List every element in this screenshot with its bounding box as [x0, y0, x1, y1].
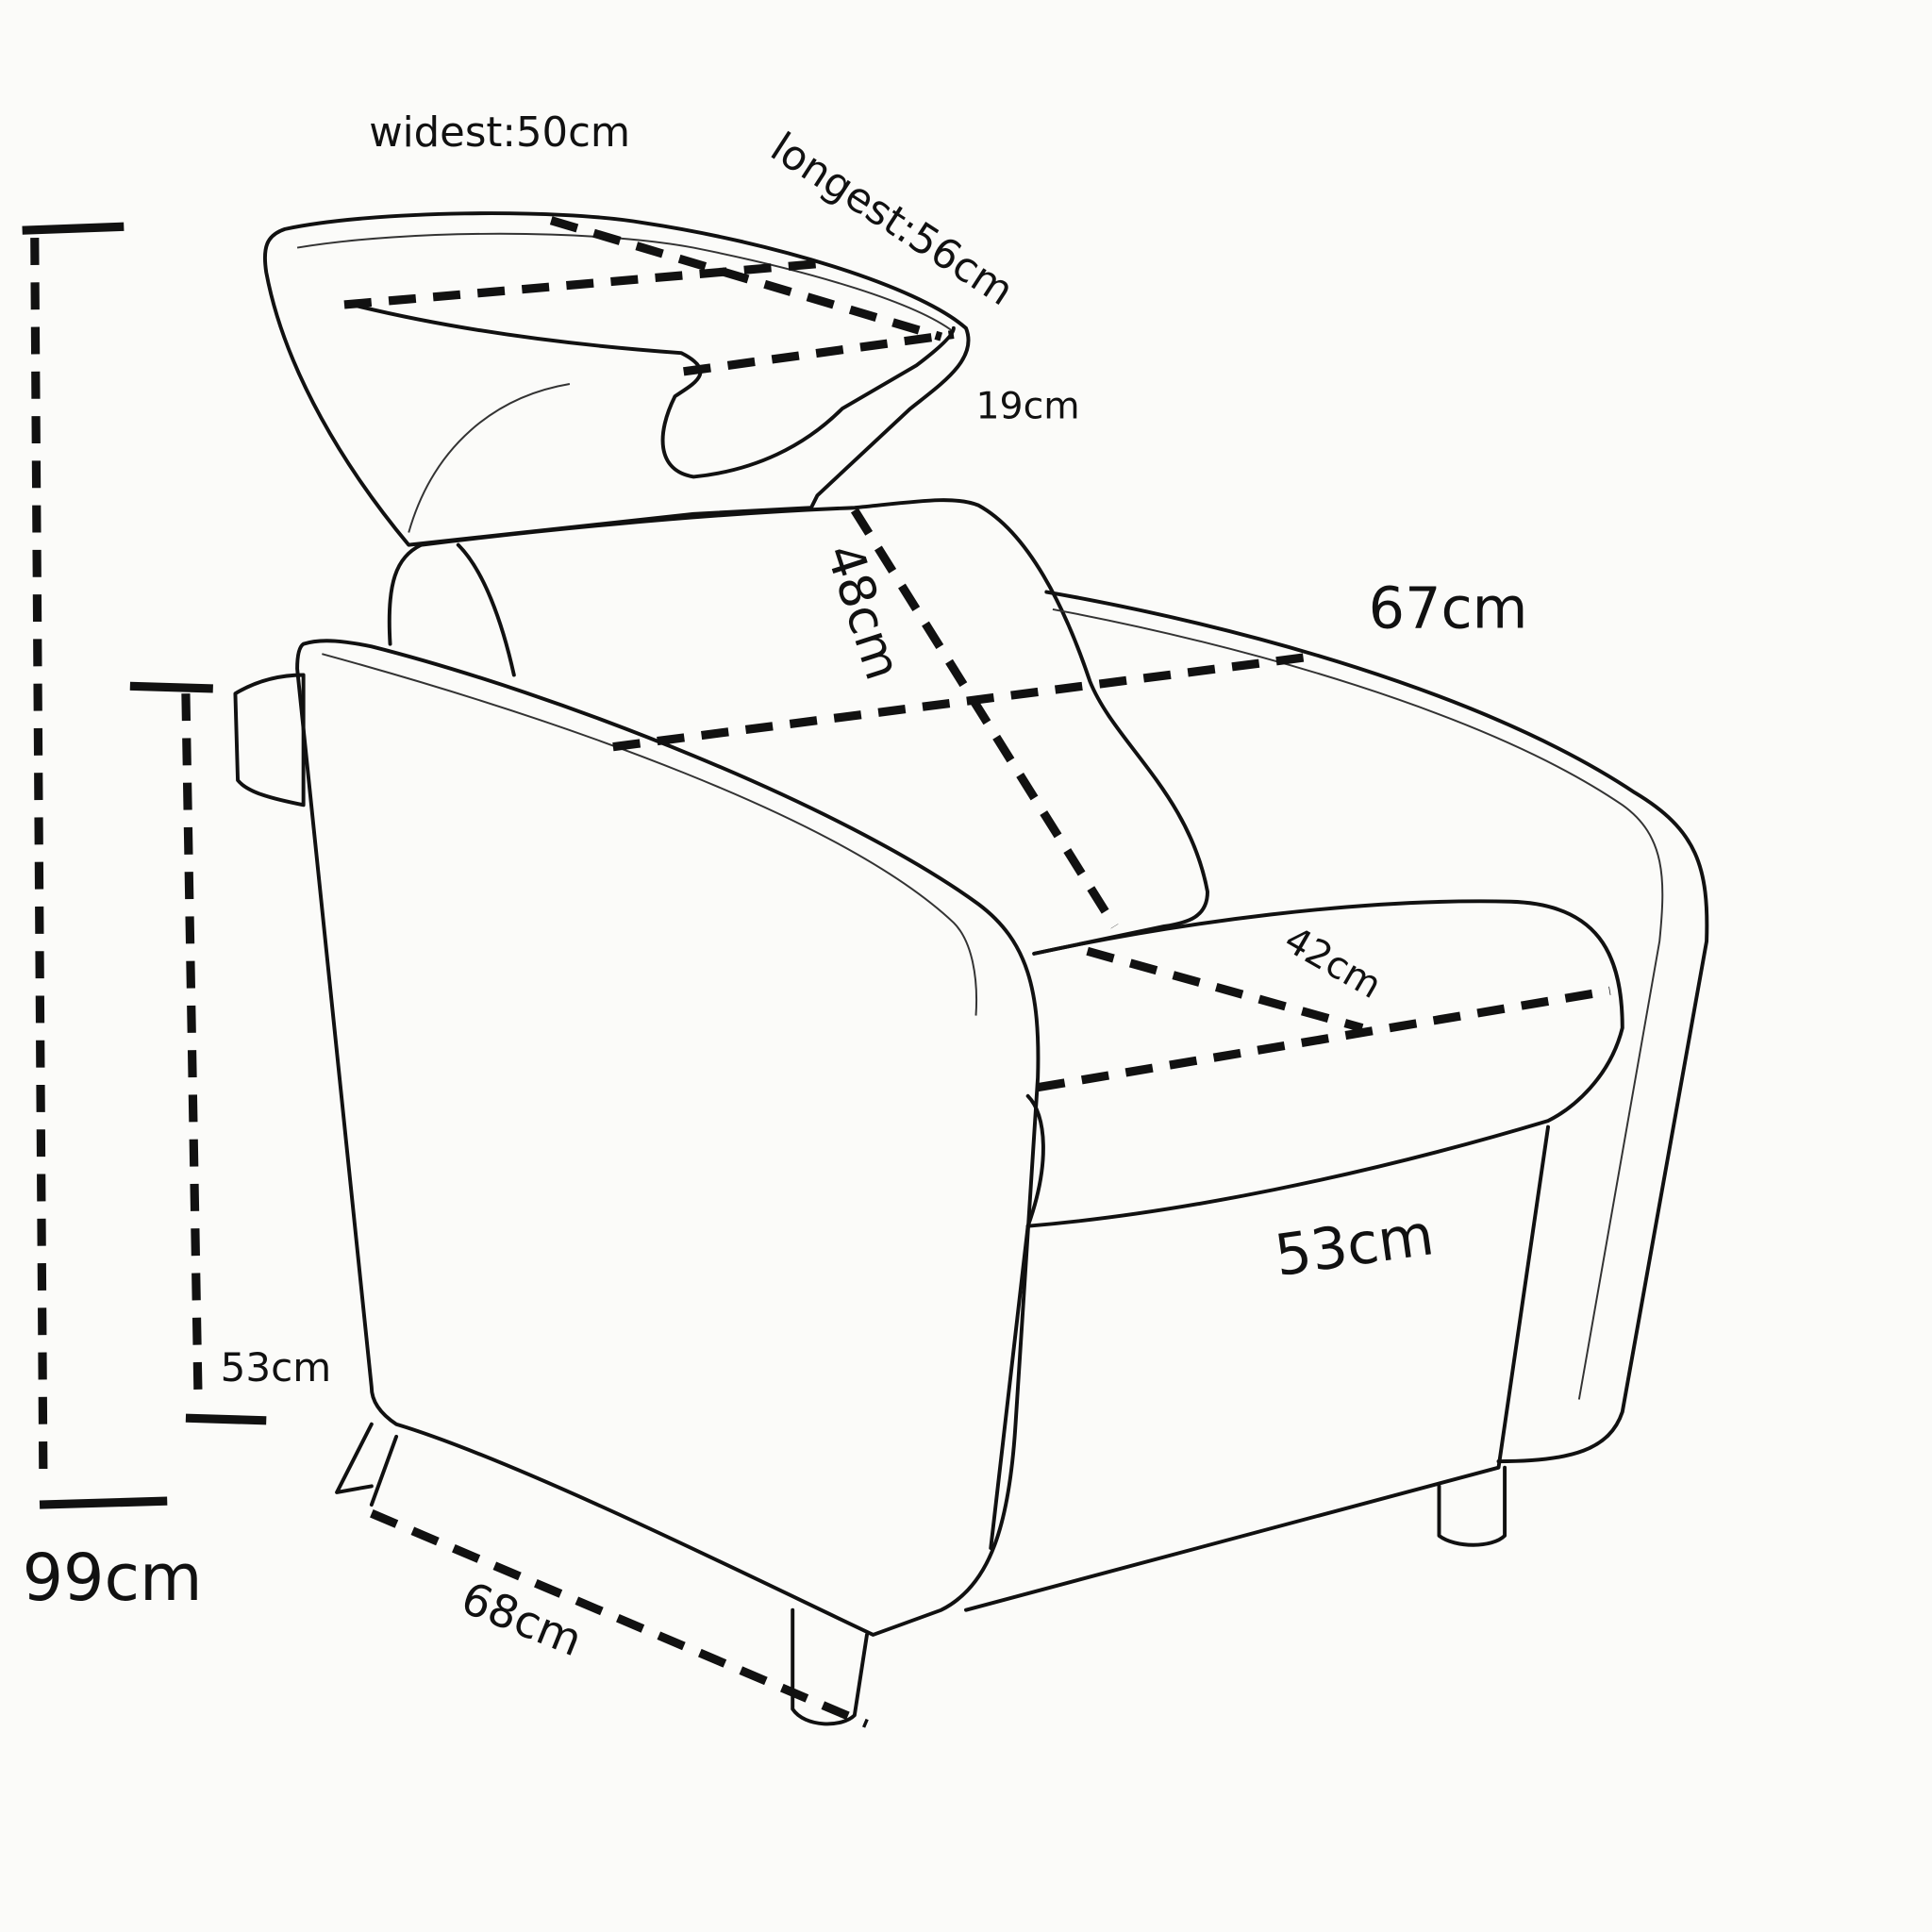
left-armrest — [295, 639, 1041, 1637]
front-leg — [791, 1607, 869, 1726]
chair-drawing — [233, 211, 1709, 1726]
label-total-length: 68cm — [454, 1573, 589, 1667]
side-tray — [233, 673, 306, 808]
backrest — [419, 498, 1209, 956]
label-total-height: 99cm — [23, 1541, 203, 1616]
seat-cushion — [1025, 899, 1624, 1228]
dimension-lines — [22, 216, 1611, 1728]
label-basin-widest: widest:50cm — [369, 109, 630, 157]
right-armrest — [1044, 590, 1709, 1464]
label-backrest-height: 48cm — [814, 537, 911, 686]
label-seat-height: 53cm — [221, 1344, 331, 1391]
label-seat-width: 53cm — [1271, 1202, 1438, 1290]
basin — [262, 211, 971, 547]
label-basin-depth: 19cm — [976, 385, 1080, 428]
label-total-width: 67cm — [1369, 576, 1528, 642]
dimension-labels: widest:50cm longest:56cm 19cm 48cm 67cm … — [23, 109, 1528, 1667]
back-leg — [1437, 1465, 1507, 1547]
label-seat-depth: 42cm — [1277, 918, 1389, 1008]
chair-base — [964, 1124, 1550, 1612]
rear-leg — [335, 1422, 399, 1507]
